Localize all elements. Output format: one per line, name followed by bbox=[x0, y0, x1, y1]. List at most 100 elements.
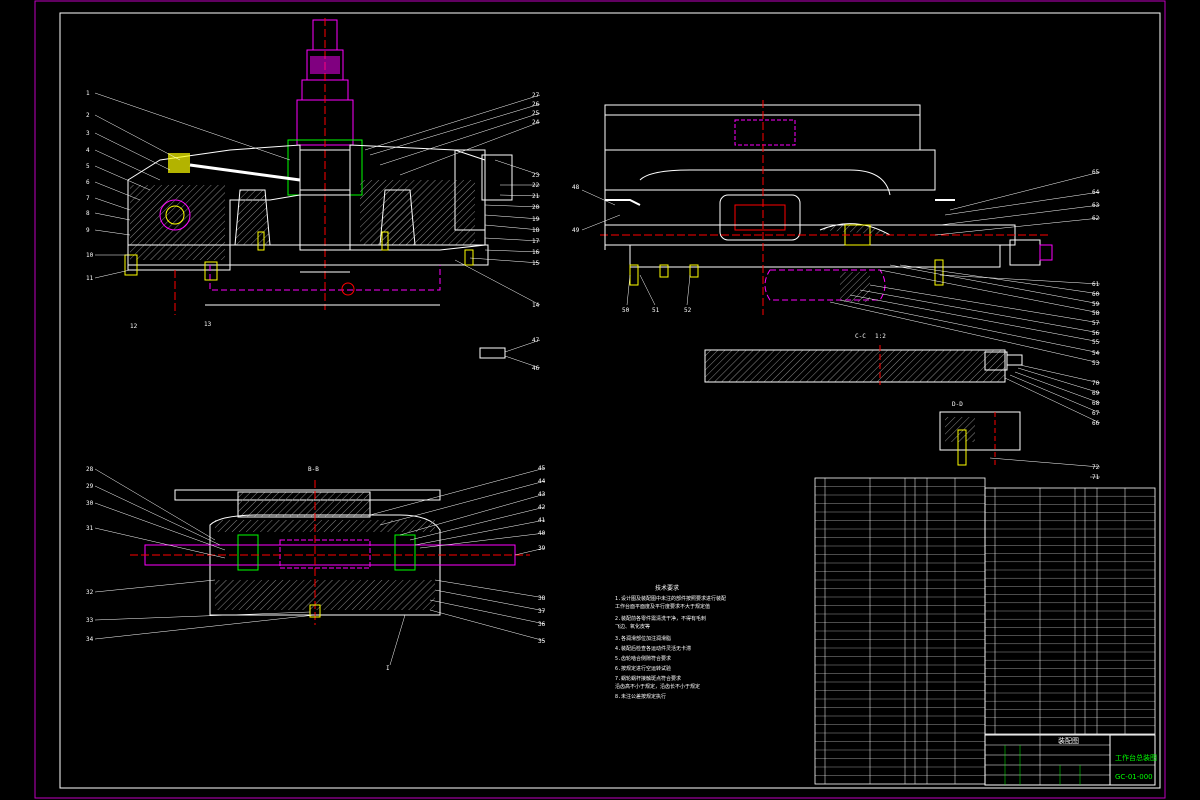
section-dd-view: D-D bbox=[939, 401, 1021, 466]
section-bb-view: B-B bbox=[130, 466, 530, 625]
balloon-42: 42 bbox=[538, 504, 546, 511]
balloon-22: 22 bbox=[532, 182, 540, 189]
notes-title: 技术要求 bbox=[655, 584, 679, 592]
balloon-17: 17 bbox=[532, 238, 540, 245]
side-view bbox=[600, 100, 1053, 315]
note-line-3: 2.装配前各零件需清洗干净，不得有毛刺 bbox=[615, 615, 706, 622]
technical-notes: 技术要求 1.设计图及装配图中未注的部件按照要求进行装配 工作台面平面度及平行度… bbox=[615, 584, 726, 700]
balloon-labels-center-right: 48 49 50 51 52 bbox=[572, 184, 692, 314]
balloon-50: 50 bbox=[622, 307, 630, 314]
title-block: 装配图 工作台总装图 GC-01-000 bbox=[984, 734, 1157, 786]
balloon-2: 2 bbox=[86, 112, 90, 119]
note-line-7: 5.齿轮啮合侧隙符合要求 bbox=[615, 655, 671, 662]
balloon-33: 33 bbox=[86, 617, 94, 624]
inner-frame bbox=[59, 12, 1161, 789]
balloon-labels-top-right: 27 26 25 24 23 22 21 20 19 18 17 16 15 1… bbox=[364, 92, 541, 309]
balloon-25: 25 bbox=[532, 110, 540, 117]
note-line-5: 3.各润滑部位加注润滑脂 bbox=[615, 635, 671, 642]
balloon-40: 40 bbox=[538, 530, 546, 537]
balloon-13: 13 bbox=[204, 321, 212, 328]
balloon-23: 23 bbox=[532, 172, 540, 179]
balloon-labels-bottom-left: 28 29 30 31 32 33 34 bbox=[86, 466, 316, 643]
balloon-67: 67 bbox=[1092, 410, 1100, 417]
balloon-38: 38 bbox=[538, 595, 546, 602]
balloon-labels-right-lower: 70 69 68 67 66 72 71 bbox=[989, 364, 1101, 481]
balloon-69: 69 bbox=[1092, 390, 1100, 397]
note-line-10: 沿齿高不小于规定，沿齿长不小于规定 bbox=[615, 683, 700, 690]
balloon-49: 49 bbox=[572, 227, 580, 234]
balloon-labels-mid: 47 46 bbox=[479, 337, 541, 372]
balloon-30: 30 bbox=[86, 500, 94, 507]
balloon-71: 71 bbox=[1092, 474, 1100, 481]
balloon-36: 36 bbox=[538, 621, 546, 628]
balloon-34: 34 bbox=[86, 636, 94, 643]
balloon-43: 43 bbox=[538, 491, 546, 498]
balloon-70: 70 bbox=[1092, 380, 1100, 387]
balloon-labels-left: 1 2 3 4 5 6 7 8 9 10 11 12 13 bbox=[86, 90, 291, 330]
balloon-labels-right: 65 64 63 62 61 60 59 58 57 56 55 54 53 bbox=[829, 169, 1101, 367]
note-line-8: 6.按规定进行空运转试验 bbox=[615, 665, 671, 672]
note-line-11: 8.未注公差按规定执行 bbox=[615, 693, 666, 700]
main-section-view bbox=[124, 18, 513, 315]
balloon-3: 3 bbox=[86, 130, 90, 137]
balloon-57: 57 bbox=[1092, 320, 1100, 327]
balloon-41: 41 bbox=[538, 517, 546, 524]
balloon-59: 59 bbox=[1092, 301, 1100, 308]
balloon-10: 10 bbox=[86, 252, 94, 259]
balloon-39: 39 bbox=[538, 545, 546, 552]
balloon-27: 27 bbox=[532, 92, 540, 99]
outer-frame bbox=[34, 0, 1166, 799]
note-line-1: 1.设计图及装配图中未注的部件按照要求进行装配 bbox=[615, 595, 726, 602]
balloon-labels-bottom-right: 45 44 43 42 41 40 39 38 37 36 35 I bbox=[369, 465, 546, 672]
parts-list-left bbox=[814, 477, 986, 785]
balloon-24: 24 bbox=[532, 119, 540, 126]
balloon-51: 51 bbox=[652, 307, 660, 314]
balloon-31: 31 bbox=[86, 525, 94, 532]
balloon-6: 6 bbox=[86, 179, 90, 186]
balloon-45: 45 bbox=[538, 465, 546, 472]
balloon-9: 9 bbox=[86, 227, 90, 234]
balloon-35: 35 bbox=[538, 638, 546, 645]
section-bb-label: B-B bbox=[308, 466, 319, 473]
balloon-18: 18 bbox=[532, 227, 540, 234]
note-line-2: 工作台面平面度及平行度要求不大于规定值 bbox=[615, 603, 710, 610]
section-cc-scale: 1:2 bbox=[875, 333, 886, 340]
balloon-68: 68 bbox=[1092, 400, 1100, 407]
balloon-63: 63 bbox=[1092, 202, 1100, 209]
section-dd-label: D-D bbox=[952, 401, 963, 408]
balloon-48: 48 bbox=[572, 184, 580, 191]
drawing-name: 装配图 bbox=[1058, 736, 1079, 745]
balloon-19: 19 bbox=[532, 216, 540, 223]
balloon-47: 47 bbox=[532, 337, 540, 344]
balloon-12: 12 bbox=[130, 323, 138, 330]
part-name: 工作台总装图 bbox=[1115, 753, 1157, 762]
balloon-28: 28 bbox=[86, 466, 94, 473]
balloon-65: 65 bbox=[1092, 169, 1100, 176]
balloon-26: 26 bbox=[532, 101, 540, 108]
balloon-64: 64 bbox=[1092, 189, 1100, 196]
balloon-52: 52 bbox=[684, 307, 692, 314]
balloon-58: 58 bbox=[1092, 310, 1100, 317]
balloon-1: 1 bbox=[86, 90, 90, 97]
balloon-62: 62 bbox=[1092, 215, 1100, 222]
balloon-61: 61 bbox=[1092, 281, 1100, 288]
balloon-32: 32 bbox=[86, 589, 94, 596]
balloon-29: 29 bbox=[86, 483, 94, 490]
section-cc-label: C-C bbox=[855, 333, 866, 340]
balloon-15: 15 bbox=[532, 260, 540, 267]
balloon-21: 21 bbox=[532, 193, 540, 200]
balloon-46: 46 bbox=[532, 365, 540, 372]
balloon-11: 11 bbox=[86, 275, 94, 282]
note-line-9: 7.蜗轮蜗杆接触斑点符合要求 bbox=[615, 675, 681, 682]
balloon-20: 20 bbox=[532, 204, 540, 211]
balloon-60: 60 bbox=[1092, 291, 1100, 298]
balloon-66: 66 bbox=[1092, 420, 1100, 427]
balloon-5: 5 bbox=[86, 163, 90, 170]
balloon-16: 16 bbox=[532, 249, 540, 256]
balloon-56: 56 bbox=[1092, 330, 1100, 337]
balloon-7: 7 bbox=[86, 195, 90, 202]
balloon-53: 53 bbox=[1092, 360, 1100, 367]
balloon-55: 55 bbox=[1092, 339, 1100, 346]
note-line-6: 4.装配后检查各运动件灵活无卡滞 bbox=[615, 645, 691, 652]
